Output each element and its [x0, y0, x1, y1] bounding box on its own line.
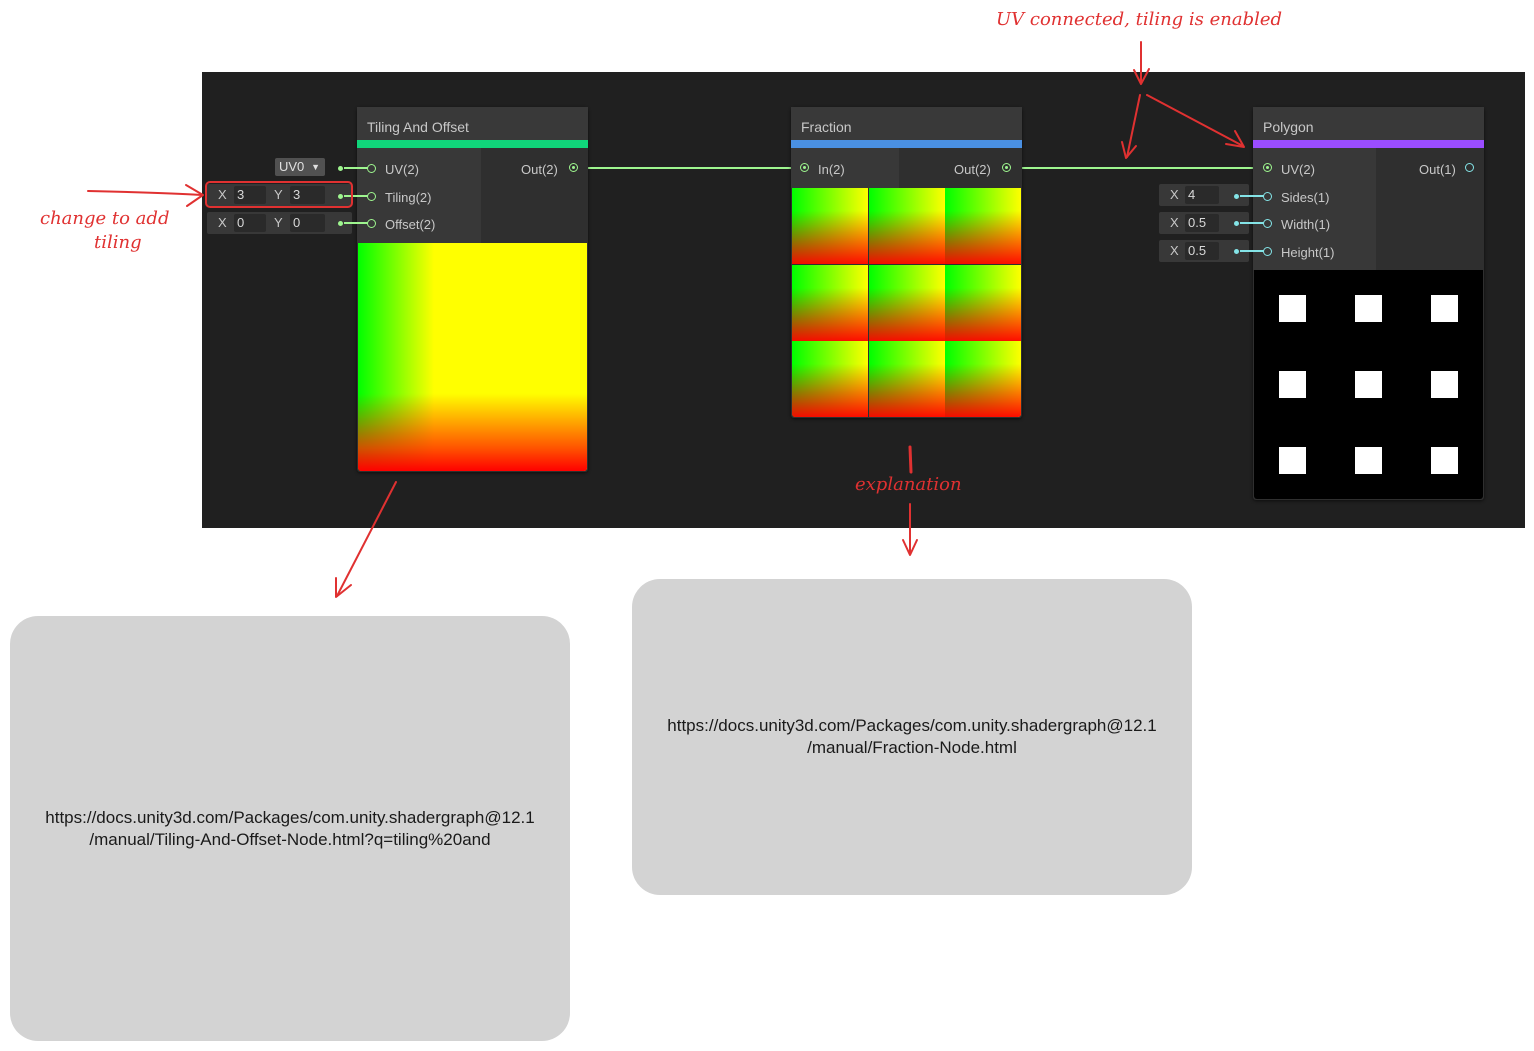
- arrowhead: [185, 184, 204, 207]
- tiling-doc-link-line1[interactable]: https://docs.unity3d.com/Packages/com.un…: [45, 807, 535, 827]
- fraction-doc-link-line2[interactable]: /manual/Fraction-Node.html: [807, 738, 1017, 757]
- shape: [1431, 447, 1458, 474]
- fraction-doc-note: https://docs.unity3d.com/Packages/com.un…: [632, 579, 1192, 895]
- node-title[interactable]: Tiling And Offset: [357, 107, 588, 141]
- change-tiling-annotation-line2: tiling: [94, 232, 142, 253]
- node-accent-bar: [357, 140, 588, 148]
- tiling-x-label: X: [218, 187, 227, 202]
- offset-field-handle[interactable]: [338, 221, 343, 226]
- width-input-port[interactable]: [1263, 219, 1272, 228]
- offset-y-label: Y: [274, 215, 283, 230]
- input-ports: [357, 148, 481, 243]
- sides-field-connector: [1240, 195, 1264, 197]
- sides-input-label: Sides(1): [1281, 190, 1330, 205]
- sides-input[interactable]: 4: [1185, 186, 1219, 204]
- shape: [1431, 295, 1458, 322]
- chevron-down-icon: ▼: [311, 162, 320, 172]
- uv-channel-value: UV0: [279, 159, 305, 174]
- tiling-highlight-box: [205, 181, 353, 208]
- tiling-field-connector: [344, 195, 368, 197]
- width-field-handle[interactable]: [1234, 221, 1239, 226]
- tiling-doc-link-line2[interactable]: /manual/Tiling-And-Offset-Node.html?q=ti…: [89, 829, 491, 849]
- sides-field-handle[interactable]: [1234, 194, 1239, 199]
- shape: [1279, 447, 1306, 474]
- node-title[interactable]: Fraction: [791, 107, 1022, 141]
- input-ports: [1253, 148, 1376, 270]
- uv-input-label: UV(2): [385, 162, 419, 177]
- uv-input-label: UV(2): [1281, 162, 1315, 177]
- offset-input-port[interactable]: [367, 219, 376, 228]
- uv-field-handle[interactable]: [338, 166, 343, 171]
- tiling-input-label: Tiling(2): [385, 190, 432, 205]
- sides-input-port[interactable]: [1263, 192, 1272, 201]
- tiling-and-offset-node[interactable]: Tiling And Offset UV(2) Tiling(2) Offset…: [357, 107, 588, 472]
- tiling-field-handle[interactable]: [338, 194, 343, 199]
- width-input-label: Width(1): [1281, 217, 1331, 232]
- arrow-to-tiling-field: [87, 190, 203, 196]
- height-input-label: Height(1): [1281, 245, 1335, 260]
- tiling-x-input[interactable]: 3: [234, 186, 266, 204]
- offset-x-input[interactable]: 0: [234, 214, 266, 232]
- uv-input-port[interactable]: [367, 164, 376, 173]
- in-input-label: In(2): [818, 162, 845, 177]
- shape: [1355, 447, 1382, 474]
- shape: [1279, 371, 1306, 398]
- input-ports: [791, 148, 899, 188]
- change-tiling-annotation-line1: change to add: [40, 208, 170, 229]
- out-output-label: Out(2): [521, 162, 558, 177]
- tiling-input-port[interactable]: [367, 192, 376, 201]
- offset-y-input[interactable]: 0: [290, 214, 325, 232]
- tiling-vector-field: X 3 Y 3: [207, 184, 352, 206]
- height-field-connector: [1240, 250, 1264, 252]
- uv-channel-dropdown[interactable]: UV0 ▼: [275, 158, 325, 176]
- sides-x-label: X: [1170, 187, 1179, 202]
- width-input[interactable]: 0.5: [1185, 214, 1219, 232]
- arrowhead: [335, 577, 352, 598]
- uv-field-connector: [344, 167, 368, 169]
- height-input-port[interactable]: [1263, 247, 1272, 256]
- sides-field: X 4: [1159, 184, 1249, 206]
- shape: [1355, 295, 1382, 322]
- height-x-label: X: [1170, 243, 1179, 258]
- shape: [1431, 371, 1458, 398]
- uv-connected-annotation: UV connected, tiling is enabled: [996, 9, 1283, 30]
- width-field: X 0.5: [1159, 212, 1249, 234]
- offset-x-label: X: [218, 215, 227, 230]
- polygon-node[interactable]: Polygon UV(2) Sides(1) Width(1) Height(1…: [1253, 107, 1484, 500]
- in-input-port[interactable]: [800, 163, 809, 172]
- fraction-preview: [792, 188, 1021, 417]
- width-field-connector: [1240, 222, 1264, 224]
- tiling-y-input[interactable]: 3: [290, 186, 325, 204]
- arrowhead: [902, 539, 918, 556]
- tiling-doc-note: https://docs.unity3d.com/Packages/com.un…: [10, 616, 570, 1041]
- fraction-node[interactable]: Fraction In(2) Out(2): [791, 107, 1022, 418]
- shape: [1355, 371, 1382, 398]
- shape: [1279, 295, 1306, 322]
- out-output-port[interactable]: [1002, 163, 1011, 172]
- out-output-port[interactable]: [569, 163, 578, 172]
- height-field: X 0.5: [1159, 240, 1249, 262]
- offset-vector-field: X 0 Y 0: [207, 212, 352, 234]
- node-accent-bar: [1253, 140, 1484, 148]
- wire-tiling-to-fraction[interactable]: [578, 167, 805, 169]
- out-output-port[interactable]: [1465, 163, 1474, 172]
- tiling-y-label: Y: [274, 187, 283, 202]
- wire-fraction-to-polygon[interactable]: [1011, 167, 1267, 169]
- out-output-label: Out(1): [1419, 162, 1456, 177]
- polygon-preview: [1254, 270, 1483, 499]
- width-x-label: X: [1170, 215, 1179, 230]
- tiling-preview: [358, 243, 587, 471]
- offset-input-label: Offset(2): [385, 217, 436, 232]
- out-output-label: Out(2): [954, 162, 991, 177]
- node-accent-bar: [791, 140, 1022, 148]
- height-input[interactable]: 0.5: [1185, 242, 1219, 260]
- node-title[interactable]: Polygon: [1253, 107, 1484, 141]
- fraction-doc-link-line1[interactable]: https://docs.unity3d.com/Packages/com.un…: [667, 716, 1157, 735]
- offset-field-connector: [344, 222, 368, 224]
- explanation-annotation: explanation: [855, 474, 962, 495]
- height-field-handle[interactable]: [1234, 249, 1239, 254]
- uv-input-port[interactable]: [1263, 163, 1272, 172]
